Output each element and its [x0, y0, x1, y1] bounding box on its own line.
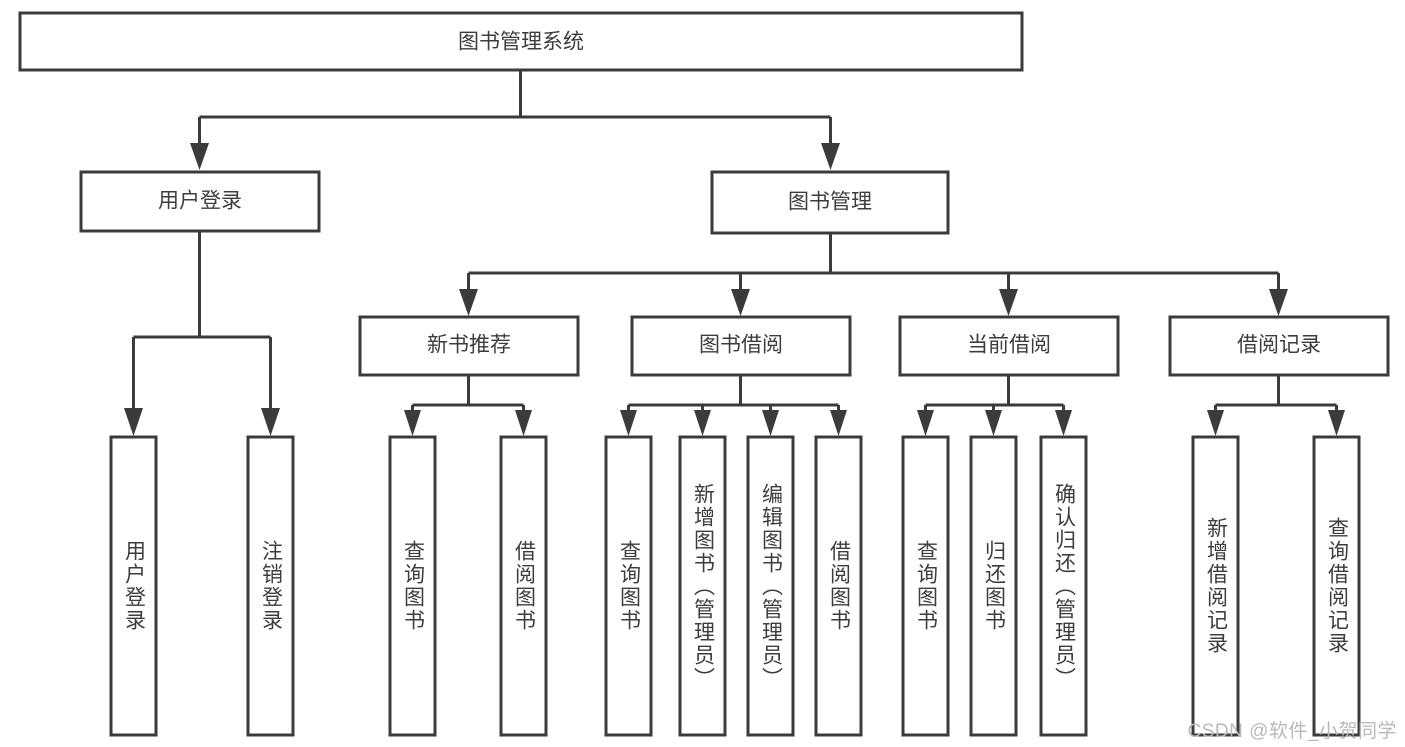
leaf-current-return-box[interactable]: [969, 435, 1018, 737]
leaf-borrow-borrow-book-label: 借阅图书: [827, 540, 851, 632]
leaf-user-login-login[interactable]: 用户登录: [109, 435, 158, 737]
leaf-user-login-logout-label: 注销登录: [259, 540, 283, 632]
leaf-current-query-box[interactable]: [901, 435, 950, 737]
leaf-borrow-borrow-book[interactable]: 借阅图书: [814, 435, 863, 737]
leaf-borrow-borrow-book-box[interactable]: [814, 435, 863, 737]
leaf-newbook-borrow-box[interactable]: [499, 435, 548, 737]
arrow-leaf-logout: [261, 408, 280, 436]
leaf-record-query[interactable]: 查询借阅记录: [1312, 435, 1361, 737]
leaf-record-add-label: 新增借阅记录: [1204, 517, 1228, 655]
leaf-current-return-label: 归还图书: [982, 540, 1006, 632]
leaf-newbook-query-label: 查询图书: [401, 540, 425, 632]
arrow-borrow-leaf1: [620, 410, 637, 436]
node-borrow-record-label: 借阅记录: [1237, 334, 1321, 357]
node-current-borrow-label: 当前借阅: [967, 334, 1051, 357]
leaf-current-query-label: 查询图书: [914, 540, 938, 632]
node-user-login[interactable]: 用户登录: [79, 170, 321, 233]
arrow-newbook-leaf1: [404, 410, 421, 436]
leaf-current-confirm-return[interactable]: 确认归还（管理员）: [1039, 435, 1088, 737]
arrow-current-leaf3: [1055, 410, 1072, 436]
node-root-system[interactable]: 图书管理系统: [18, 11, 1024, 72]
node-borrow-record[interactable]: 借阅记录: [1168, 315, 1390, 377]
leaf-borrow-query-box[interactable]: [604, 435, 653, 737]
arrow-current-leaf1: [917, 410, 934, 436]
arrow-record-leaf1: [1207, 410, 1224, 436]
leaf-current-return[interactable]: 归还图书: [969, 435, 1018, 737]
arrow-record-leaf2: [1328, 410, 1345, 436]
leaf-record-query-label: 查询借阅记录: [1325, 517, 1349, 655]
node-user-login-label: 用户登录: [158, 190, 242, 213]
node-borrow-record-box[interactable]: [1168, 315, 1390, 377]
node-current-borrow-box[interactable]: [898, 315, 1120, 377]
node-user-login-box[interactable]: [79, 170, 321, 233]
leaf-borrow-query[interactable]: 查询图书: [604, 435, 653, 737]
arrow-book-manage: [821, 143, 840, 170]
leaf-borrow-add-book-box[interactable]: [678, 435, 727, 737]
node-book-management-box[interactable]: [710, 170, 950, 235]
leaf-newbook-query-box[interactable]: [388, 435, 437, 737]
node-new-book-recommend[interactable]: 新书推荐: [358, 315, 580, 377]
leaf-borrow-edit-book-label: 编辑图书（管理员）: [759, 482, 783, 690]
leaf-newbook-borrow[interactable]: 借阅图书: [499, 435, 548, 737]
node-root-box[interactable]: [18, 11, 1024, 72]
arrow-user-login: [190, 143, 209, 170]
node-book-borrow[interactable]: 图书借阅: [630, 315, 852, 377]
arrow-new-book: [459, 289, 478, 316]
leaf-current-confirm-return-box[interactable]: [1039, 435, 1088, 737]
node-book-management[interactable]: 图书管理: [710, 170, 950, 235]
connectors: [124, 70, 1345, 436]
leaf-borrow-edit-book-box[interactable]: [746, 435, 795, 737]
node-current-borrow[interactable]: 当前借阅: [898, 315, 1120, 377]
arrow-leaf-user-login: [124, 408, 143, 436]
node-book-management-label: 图书管理: [788, 191, 872, 214]
leaf-borrow-add-book[interactable]: 新增图书（管理员）: [678, 435, 727, 737]
leaf-user-login-logout[interactable]: 注销登录: [246, 435, 295, 737]
arrow-borrow-record: [1269, 289, 1288, 316]
leaf-user-login-logout-box[interactable]: [246, 435, 295, 737]
leaf-record-query-box[interactable]: [1312, 435, 1361, 737]
leaf-user-login-login-label: 用户登录: [122, 540, 146, 632]
node-book-borrow-label: 图书借阅: [699, 334, 783, 357]
node-new-book-recommend-box[interactable]: [358, 315, 580, 377]
arrow-borrow-leaf3: [762, 410, 779, 436]
leaf-newbook-borrow-label: 借阅图书: [512, 540, 536, 632]
arrow-borrow-leaf2: [694, 410, 711, 436]
leaf-current-confirm-return-label: 确认归还（管理员）: [1052, 482, 1076, 690]
node-new-book-recommend-label: 新书推荐: [427, 334, 511, 357]
leaf-record-add[interactable]: 新增借阅记录: [1191, 435, 1240, 737]
leaf-borrow-edit-book[interactable]: 编辑图书（管理员）: [746, 435, 795, 737]
arrow-current-borrow: [999, 289, 1018, 316]
leaf-borrow-add-book-label: 新增图书（管理员）: [691, 482, 715, 690]
leaf-record-add-box[interactable]: [1191, 435, 1240, 737]
leaf-newbook-query[interactable]: 查询图书: [388, 435, 437, 737]
arrow-borrow-leaf4: [830, 410, 847, 436]
arrow-current-leaf2: [985, 410, 1002, 436]
arrow-book-borrow: [731, 289, 750, 316]
watermark-text: CSDN @软件_小贺同学: [1187, 721, 1397, 742]
arrow-newbook-leaf2: [515, 410, 532, 436]
leaf-user-login-login-box[interactable]: [109, 435, 158, 737]
node-book-borrow-box[interactable]: [630, 315, 852, 377]
leaf-borrow-query-label: 查询图书: [617, 540, 641, 632]
leaf-current-query[interactable]: 查询图书: [901, 435, 950, 737]
node-root-label: 图书管理系统: [458, 31, 584, 54]
